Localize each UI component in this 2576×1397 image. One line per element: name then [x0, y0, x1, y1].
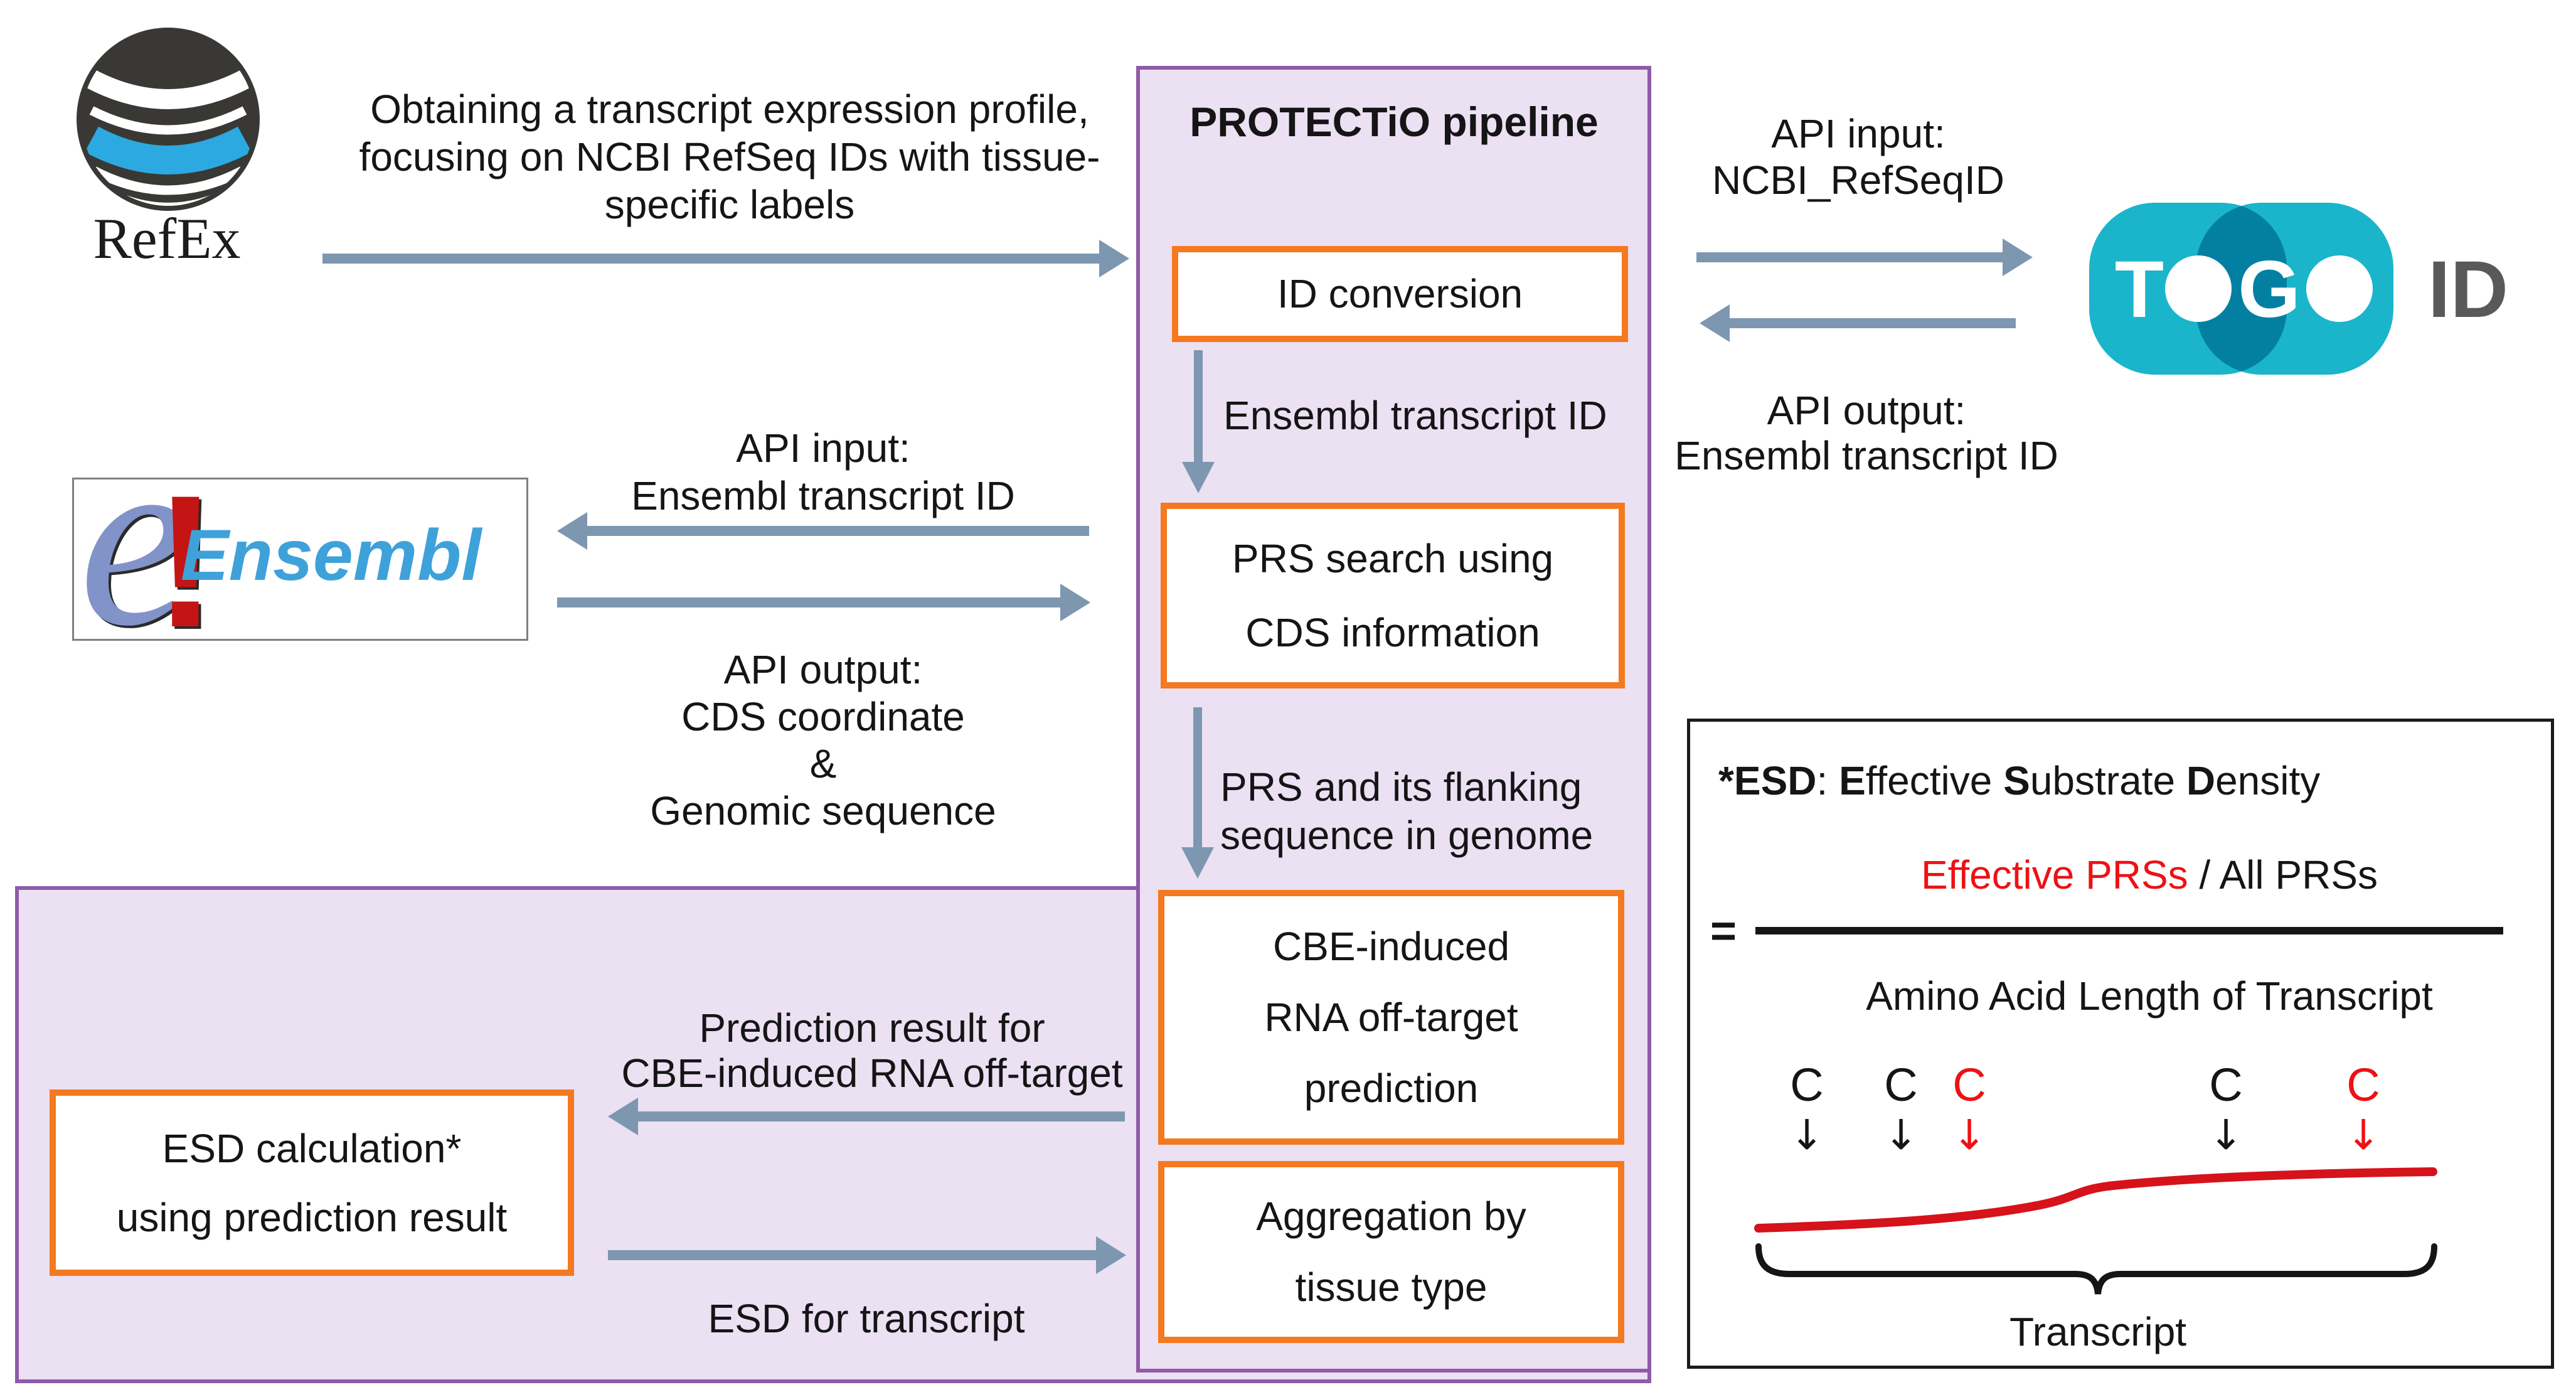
api-label-line: &	[809, 741, 837, 786]
togoid-id-text: ID	[2428, 245, 2508, 335]
esd-formula-numerator: Effective PRSs / All PRSs	[1921, 851, 2378, 899]
down-arrow-icon: ↓	[1883, 1111, 1919, 1159]
api-label-line: API input:	[1771, 111, 1945, 156]
esd-definition-panel	[1687, 719, 2554, 1369]
title-text: ensity	[2215, 758, 2321, 803]
togoid-logo: T G ID	[2089, 203, 2508, 375]
c-site-letter-effective: C	[2346, 1059, 2380, 1111]
refex-logo	[77, 28, 260, 211]
note-line: Obtaining a transcript expression profil…	[370, 87, 1089, 132]
step-esd-calculation: ESD calculation* using prediction result	[50, 1089, 574, 1276]
api-label-line: CDS coordinate	[681, 694, 965, 739]
arrow-ensembl-to-pipeline	[557, 597, 1060, 608]
togoid-letter-g: G	[2238, 245, 2301, 335]
esd-definition-title: *ESD: Effective Substrate Density	[1718, 757, 2320, 805]
ensembl-logo: e ! Ensembl	[72, 414, 528, 665]
down-arrow-icon: ↓	[1789, 1111, 1824, 1159]
step-label: ESD calculation*	[162, 1125, 462, 1171]
title-bold: S	[2003, 758, 2030, 803]
arrowhead-right-icon	[1099, 240, 1129, 277]
prediction-result-label: Prediction result for CBE-induced RNA of…	[621, 1005, 1122, 1096]
esd-for-transcript-label: ESD for transcript	[708, 1296, 1025, 1341]
title-bold: *ESD	[1718, 758, 1817, 803]
fraction-bar	[1755, 927, 2503, 934]
step-label: PRS search using	[1232, 536, 1554, 581]
note-line: specific labels	[604, 182, 855, 227]
togoid-api-input-label: API input: NCBI_RefSeqID	[1712, 110, 2004, 203]
togoid-api-output-label: API output: Ensembl transcript ID	[1674, 388, 2058, 478]
c-site-letter: C	[1790, 1059, 1824, 1111]
step-label: CDS information	[1245, 610, 1540, 655]
all-prss-text: / All PRSs	[2188, 852, 2378, 897]
step-label: Aggregation by	[1256, 1194, 1526, 1239]
arrow-pipeline-to-ensembl	[586, 526, 1089, 536]
esd-formula-denominator: Amino Acid Length of Transcript	[1866, 973, 2433, 1019]
title-bold: E	[1839, 758, 1866, 803]
step-id-conversion: ID conversion	[1172, 246, 1628, 342]
api-label-line: NCBI_RefSeqID	[1712, 158, 2004, 203]
ensembl-logo-name: Ensembl	[181, 515, 482, 596]
arrow-label-line: PRS and its flanking	[1220, 764, 1582, 810]
c-site-letter: C	[2209, 1059, 2243, 1111]
api-label-line: API output:	[1767, 388, 1966, 433]
api-label-line: Ensembl transcript ID	[1674, 433, 2058, 478]
step-label: prediction	[1304, 1065, 1479, 1111]
togoid-blob-right	[2196, 203, 2393, 375]
effective-prss-text: Effective PRSs	[1921, 852, 2188, 897]
c-site-letter-effective: C	[1952, 1059, 1986, 1111]
step-label: CBE-induced	[1272, 923, 1510, 969]
refex-label: RefEx	[93, 206, 241, 270]
arrow-label-prs-flanking: PRS and its flanking sequence in genome	[1220, 763, 1593, 860]
api-label-line: Genomic sequence	[650, 788, 996, 833]
step-label: RNA off-target	[1264, 994, 1518, 1040]
title-text: ubstrate	[2030, 758, 2186, 803]
togoid-o-disc	[2165, 255, 2232, 322]
ensembl-api-input-label: API input: Ensembl transcript ID	[631, 424, 1015, 520]
arrowhead-left-icon	[557, 512, 587, 550]
ensembl-logo-exclamation: !	[154, 456, 217, 666]
c-site-letter: C	[1884, 1059, 1918, 1111]
down-arrow-icon: ↓	[2208, 1111, 2243, 1159]
title-text: :	[1816, 758, 1839, 803]
title-bold: D	[2186, 758, 2216, 803]
label-line: CBE-induced RNA off-target	[621, 1051, 1123, 1096]
step-label: tissue type	[1295, 1265, 1488, 1310]
refex-to-pipeline-note: Obtaining a transcript expression profil…	[359, 85, 1100, 228]
api-label-line: API output:	[723, 647, 923, 692]
down-arrow-icon-red: ↓	[2346, 1111, 2381, 1159]
arrowhead-right-icon	[1060, 584, 1090, 621]
arrowhead-right-icon	[2003, 238, 2033, 276]
togoid-letter-t: T	[2115, 245, 2164, 335]
arrow-label-line: sequence in genome	[1220, 813, 1594, 858]
arrow-togoid-to-pipeline	[1730, 318, 2016, 328]
label-line: Prediction result for	[699, 1005, 1045, 1051]
step-aggregation: Aggregation by tissue type	[1158, 1161, 1624, 1343]
ensembl-logo-e: e	[79, 400, 191, 678]
arrowhead-left-icon	[1700, 304, 1730, 342]
ensembl-api-output-label: API output: CDS coordinate & Genomic seq…	[650, 646, 996, 835]
note-line: focusing on NCBI RefSeq IDs with tissue-	[359, 134, 1100, 179]
togoid-o-disc	[2306, 255, 2373, 322]
down-arrow-icon-red: ↓	[1952, 1111, 1987, 1159]
title-text: ffective	[1865, 758, 2004, 803]
equals-sign: =	[1710, 906, 1737, 956]
step-label: ID conversion	[1277, 271, 1523, 316]
api-label-line: Ensembl transcript ID	[631, 473, 1015, 518]
step-cbe-off-target-prediction: CBE-induced RNA off-target prediction	[1158, 890, 1624, 1145]
arrow-refex-to-pipeline	[322, 254, 1100, 264]
arrow-pipeline-to-togoid	[1696, 252, 2004, 262]
arrow-label-ensembl-transcript-id: Ensembl transcript ID	[1223, 393, 1607, 438]
step-prs-search: PRS search using CDS information	[1161, 503, 1625, 688]
pipeline-title: PROTECTiO pipeline	[1190, 99, 1599, 145]
transcript-label: Transcript	[2009, 1309, 2187, 1354]
api-label-line: API input:	[736, 426, 910, 471]
step-label: using prediction result	[116, 1194, 508, 1240]
